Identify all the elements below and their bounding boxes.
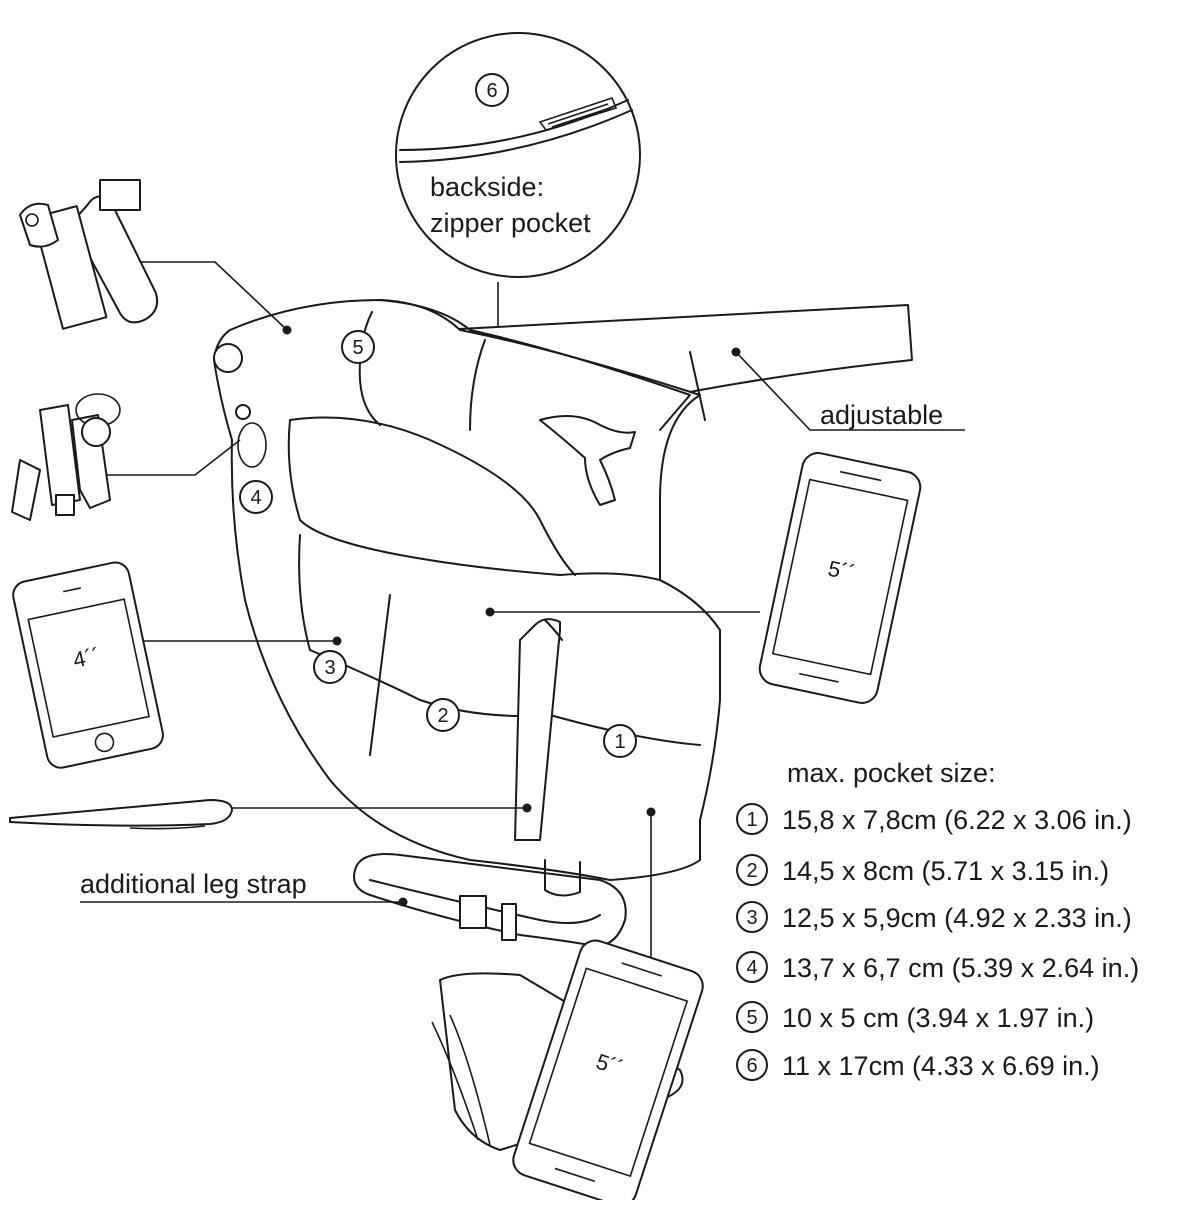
legend-item-number: 3	[746, 907, 757, 929]
marker-2	[426, 698, 460, 732]
legend-item: 3 12,5 x 5,9cm (4.92 x 2.33 in.)	[736, 901, 1132, 933]
legend-item-number: 6	[746, 1055, 757, 1077]
legend-item: 1 15,8 x 7,8cm (6.22 x 3.06 in.)	[736, 803, 1132, 835]
marker-3-label: 3	[324, 657, 335, 679]
phone-5-inch-right: 5´´	[758, 452, 922, 704]
legend-item-text: 11 x 17cm (4.33 x 6.69 in.)	[782, 1051, 1100, 1081]
adjustable-label: adjustable	[820, 400, 943, 430]
marker-4-label: 4	[250, 487, 261, 509]
legend-item-text: 12,5 x 5,9cm (4.92 x 2.33 in.)	[782, 903, 1132, 933]
legend-item-text: 13,7 x 6,7 cm (5.39 x 2.64 in.)	[782, 953, 1139, 983]
pocket-markers: 5 4 3 2 1	[239, 330, 637, 758]
legend-item: 5 10 x 5 cm (3.94 x 1.97 in.)	[736, 1001, 1094, 1033]
legend-item: 2 14,5 x 8cm (5.71 x 3.15 in.)	[736, 854, 1109, 886]
legend-item-number: 2	[746, 860, 757, 882]
phone-4-inch: 4´´	[12, 561, 164, 769]
pen-illustration	[9, 799, 233, 830]
marker-1	[603, 724, 637, 758]
marker-1-label: 1	[614, 731, 625, 753]
keys-illustration	[11, 393, 121, 521]
legend-item: 6 11 x 17cm (4.33 x 6.69 in.)	[736, 1049, 1100, 1081]
marker-5-label: 5	[352, 337, 363, 359]
phone-5-inch-bottom: 5´´	[512, 939, 704, 1205]
legend-item-number: 1	[746, 809, 757, 831]
pocket-size-legend: max. pocket size: 1 15,8 x 7,8cm (6.22 x…	[736, 758, 1139, 1081]
marker-6-zoom	[475, 73, 509, 107]
legend-item-text: 15,8 x 7,8cm (6.22 x 3.06 in.)	[782, 805, 1132, 835]
leg-strap-label: additional leg strap	[80, 869, 307, 899]
lighter-illustration	[19, 179, 159, 330]
marker-3	[313, 650, 347, 684]
legend-item-number: 5	[746, 1007, 757, 1029]
marker-5	[341, 330, 375, 364]
legend-item: 4 13,7 x 6,7 cm (5.39 x 2.64 in.)	[736, 951, 1139, 983]
marker-6-zoom-label: 6	[486, 80, 497, 102]
backside-label: backside:	[430, 172, 544, 202]
bag-illustration	[213, 299, 913, 947]
zipper-pocket-zoom: 6 backside: zipper pocket	[395, 32, 641, 278]
legend-item-text: 14,5 x 8cm (5.71 x 3.15 in.)	[782, 856, 1109, 886]
marker-2-label: 2	[437, 705, 448, 727]
legend-item-number: 4	[746, 957, 757, 979]
leader-lines	[80, 261, 965, 990]
zipper-pocket-label: zipper pocket	[430, 208, 591, 238]
legend-item-text: 10 x 5 cm (3.94 x 1.97 in.)	[782, 1003, 1094, 1033]
legend-title: max. pocket size:	[787, 758, 996, 788]
phone-right-screen-label: 5´´	[826, 556, 858, 586]
phone-small-screen-label: 4´´	[71, 643, 103, 673]
marker-4	[239, 480, 273, 514]
